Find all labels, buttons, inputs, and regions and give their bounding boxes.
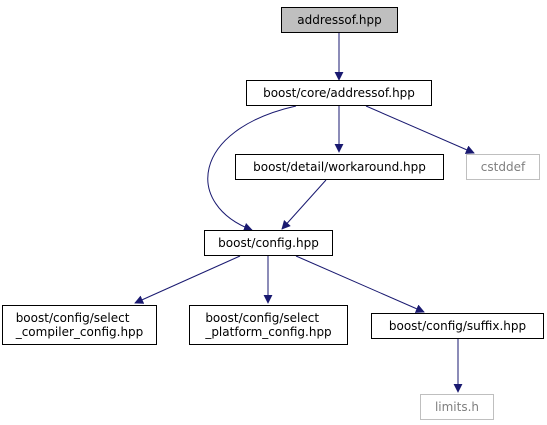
edge-config-to-select-compiler: [134, 255, 241, 304]
edge-workaround-to-config: [281, 179, 327, 230]
node-boost-config-hpp[interactable]: boost/config.hpp: [204, 230, 333, 256]
node-boost-config-select-platform[interactable]: boost/config/select _platform_config.hpp: [189, 305, 348, 345]
edge-core-addressof-to-config: [207, 105, 297, 232]
node-boost-detail-workaround[interactable]: boost/detail/workaround.hpp: [235, 154, 444, 180]
edge-config-to-suffix: [295, 255, 425, 313]
node-boost-config-suffix[interactable]: boost/config/suffix.hpp: [371, 313, 544, 339]
node-cstddef: cstddef: [466, 154, 540, 180]
edge-core-addressof-to-cstddef: [365, 105, 475, 154]
node-addressof-hpp: addressof.hpp: [281, 7, 398, 33]
node-boost-core-addressof[interactable]: boost/core/addressof.hpp: [246, 80, 432, 106]
node-limits-h: limits.h: [420, 394, 494, 420]
node-boost-config-select-compiler[interactable]: boost/config/select _compiler_config.hpp: [2, 305, 157, 345]
